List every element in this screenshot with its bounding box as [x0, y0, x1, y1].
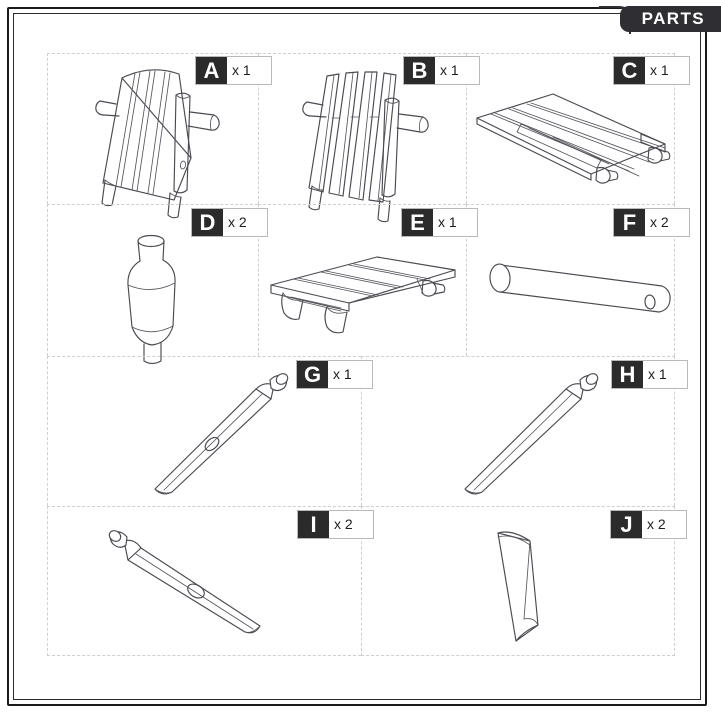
part-badge-c: C x 1	[613, 56, 690, 85]
part-cell-i[interactable]: I x 2	[47, 506, 374, 656]
part-letter-a: A	[196, 57, 227, 84]
part-cell-c[interactable]: C x 1	[466, 53, 690, 204]
part-cell-g[interactable]: G x 1	[47, 356, 373, 506]
parts-row-2: D x 2	[47, 204, 690, 365]
part-badge-f: F x 2	[613, 208, 690, 237]
slatted-panel-solid-icon	[78, 60, 228, 219]
part-cell-e[interactable]: E x 1	[258, 204, 478, 356]
part-cell-f[interactable]: F x 2	[466, 204, 690, 356]
barrel-spindle-icon	[122, 233, 192, 365]
part-badge-i: I x 2	[297, 510, 374, 539]
short-slatted-platform-icon	[265, 245, 461, 335]
part-qty-f: x 2	[645, 209, 689, 236]
parts-row-1: A x 1	[47, 53, 690, 223]
part-qty-g: x 1	[328, 361, 372, 388]
part-badge-h: H x 1	[611, 360, 688, 389]
part-qty-j: x 2	[642, 511, 686, 538]
part-qty-e: x 1	[433, 209, 477, 236]
parts-grid: A x 1	[47, 53, 690, 656]
parts-row-4: I x 2	[47, 506, 687, 656]
part-cell-d[interactable]: D x 2	[47, 204, 268, 365]
part-letter-f: F	[614, 209, 645, 236]
part-letter-c: C	[614, 57, 645, 84]
part-qty-b: x 1	[435, 57, 479, 84]
inner-border-frame	[13, 13, 701, 700]
long-slatted-platform-icon	[469, 82, 671, 187]
parts-section-tab: PARTS	[619, 6, 721, 32]
part-qty-c: x 1	[645, 57, 689, 84]
part-letter-g: G	[297, 361, 328, 388]
part-badge-g: G x 1	[296, 360, 373, 389]
part-qty-i: x 2	[329, 511, 373, 538]
part-badge-b: B x 1	[403, 56, 480, 85]
leg-post-with-hole-left-icon	[108, 525, 288, 650]
part-letter-h: H	[612, 361, 643, 388]
part-letter-b: B	[404, 57, 435, 84]
part-badge-j: J x 2	[610, 510, 687, 539]
part-cell-a[interactable]: A x 1	[47, 53, 272, 219]
part-letter-i: I	[298, 511, 329, 538]
part-badge-d: D x 2	[191, 208, 268, 237]
part-badge-e: E x 1	[401, 208, 478, 237]
plain-dowel-rod-icon	[487, 253, 677, 323]
leg-post-with-hole-right-icon	[144, 367, 294, 502]
outer-border-frame	[7, 7, 707, 706]
part-letter-e: E	[402, 209, 433, 236]
part-cell-b[interactable]: B x 1	[258, 53, 480, 223]
part-qty-a: x 1	[227, 57, 271, 84]
part-cell-j[interactable]: J x 2	[361, 506, 687, 656]
part-qty-d: x 2	[223, 209, 267, 236]
part-cell-h[interactable]: H x 1	[361, 356, 688, 506]
part-qty-h: x 1	[643, 361, 687, 388]
slatted-panel-gapped-icon	[283, 60, 438, 223]
part-letter-d: D	[192, 209, 223, 236]
parts-row-3: G x 1	[47, 356, 688, 506]
part-letter-j: J	[611, 511, 642, 538]
part-badge-a: A x 1	[195, 56, 272, 85]
leg-post-plain-right-icon	[454, 367, 604, 502]
flat-wedge-plate-icon	[486, 519, 596, 649]
